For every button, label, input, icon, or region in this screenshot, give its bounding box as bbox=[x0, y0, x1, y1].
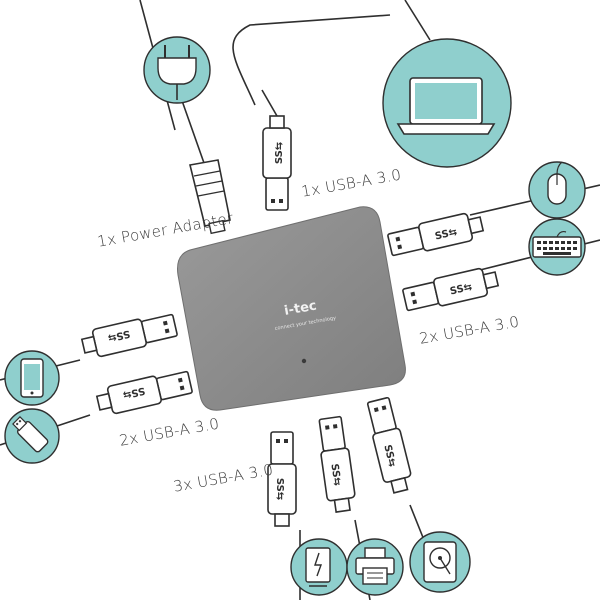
usb-plug-bottom-1 bbox=[267, 431, 297, 527]
usb-plug-right-2 bbox=[401, 264, 501, 315]
laptop-icon bbox=[382, 38, 512, 168]
power-plug-icon bbox=[143, 36, 211, 104]
external-drive-icon bbox=[290, 538, 348, 596]
usb-plug-left-1 bbox=[79, 310, 179, 361]
smartphone-icon bbox=[4, 350, 60, 406]
usb-plug-top bbox=[262, 115, 292, 211]
usb-hub: i-tec connect your technology bbox=[177, 206, 406, 411]
mouse-icon bbox=[528, 161, 586, 219]
usb-flash-drive-icon bbox=[4, 408, 60, 464]
brand-logo: i-tec bbox=[283, 299, 318, 319]
hard-disk-icon bbox=[409, 531, 471, 593]
printer-icon bbox=[346, 538, 404, 596]
status-led bbox=[301, 358, 307, 364]
usb-plug-bottom-3 bbox=[363, 395, 416, 496]
usb-plug-bottom-2 bbox=[315, 415, 358, 514]
power-connector bbox=[189, 159, 231, 235]
usb-plug-right-1 bbox=[386, 209, 486, 260]
keyboard-icon bbox=[528, 218, 586, 276]
usb-plug-left-2 bbox=[94, 367, 194, 418]
